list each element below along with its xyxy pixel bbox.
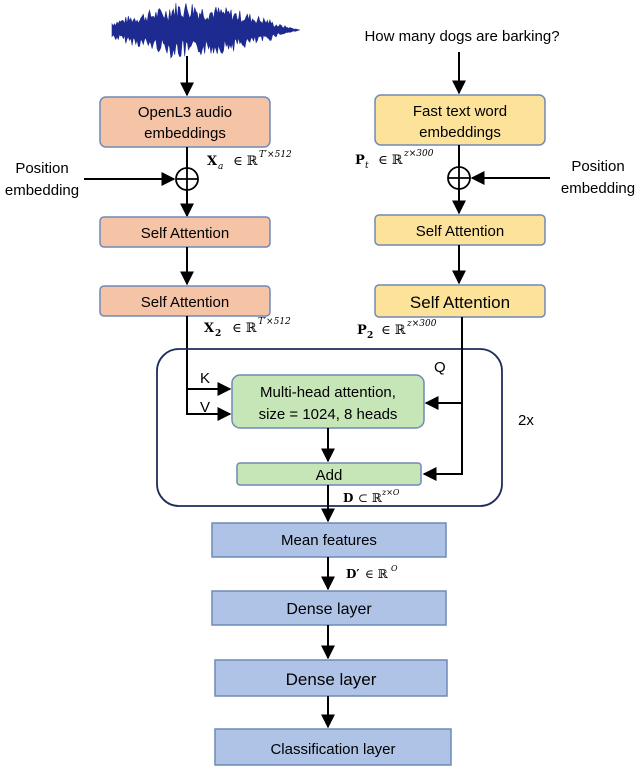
svg-text:Self Attention: Self Attention: [410, 293, 510, 312]
key-label: K: [200, 370, 210, 387]
openl3-label-line1: OpenL3 audio: [138, 104, 232, 121]
svg-text:∈ ℝ: ∈ ℝ: [233, 154, 259, 169]
svg-text:Dense layer: Dense layer: [286, 670, 377, 689]
svg-text:∈ ℝ: ∈ ℝ: [381, 323, 407, 338]
svg-text:⊂ ℝ: ⊂ ℝ: [358, 491, 383, 505]
fasttext-label-line2: embeddings: [419, 124, 501, 141]
dense-layer-2-box: Dense layer: [214, 659, 448, 697]
repeated-attention-block: [156, 348, 503, 507]
svg-text:O: O: [391, 564, 398, 573]
add-box: Add: [236, 462, 422, 486]
x2-annotation: X 2 ∈ ℝ T′×512: [204, 317, 291, 339]
svg-text:Mean features: Mean features: [281, 532, 377, 549]
dprime-annotation: D′ ∈ ℝ O: [346, 564, 398, 581]
audio-self-attention-1-box: Self Attention: [99, 216, 271, 248]
svg-text:t: t: [365, 161, 369, 171]
multi-head-attention-box: Multi-head attention, size = 1024, 8 hea…: [231, 374, 425, 429]
audio-position-label-line2: embedding: [5, 182, 79, 199]
svg-text:T′×512: T′×512: [259, 150, 292, 160]
svg-text:a: a: [218, 162, 223, 172]
audio-waveform: [111, 3, 301, 59]
svg-text:2: 2: [367, 331, 373, 341]
xa-annotation: X a ∈ ℝ T′×512: [207, 150, 292, 172]
classification-layer-box: Classification layer: [214, 728, 452, 766]
svg-text:Add: Add: [316, 467, 343, 484]
svg-text:D: D: [343, 491, 353, 505]
repeat-count-label: 2x: [518, 412, 534, 429]
svg-text:∈ ℝ: ∈ ℝ: [365, 567, 389, 581]
openl3-box: OpenL3 audio embeddings: [99, 96, 271, 148]
value-label: V: [200, 399, 210, 416]
svg-text:P: P: [357, 323, 367, 338]
audio-position-add-icon: [175, 167, 199, 191]
svg-text:z×300: z×300: [406, 319, 437, 329]
svg-text:2: 2: [215, 329, 221, 339]
audio-self-attention-2-box: Self Attention: [99, 285, 271, 317]
mha-label-line1: Multi-head attention,: [260, 384, 396, 401]
arrow-query-to-add: [422, 403, 463, 481]
p2-annotation: P 2 ∈ ℝ z×300: [357, 319, 437, 341]
svg-text:z×O: z×O: [381, 488, 400, 497]
svg-text:T′×512: T′×512: [258, 317, 291, 327]
mha-label-line2: size = 1024, 8 heads: [259, 406, 398, 423]
svg-text:Classification layer: Classification layer: [270, 741, 395, 758]
text-self-attention-1-box: Self Attention: [374, 214, 546, 246]
fasttext-label-line1: Fast text word: [413, 103, 507, 120]
svg-text:X: X: [207, 154, 218, 169]
pt-annotation: P t ∈ ℝ z×300: [355, 149, 434, 171]
dense-layer-1-box: Dense layer: [211, 590, 447, 626]
svg-text:Self Attention: Self Attention: [141, 294, 229, 311]
svg-text:Dense layer: Dense layer: [286, 601, 372, 618]
svg-text:∈ ℝ: ∈ ℝ: [378, 153, 404, 168]
svg-text:Self Attention: Self Attention: [416, 223, 504, 240]
fasttext-box: Fast text word embeddings: [374, 94, 546, 146]
text-self-attention-2-box: Self Attention: [374, 284, 546, 318]
question-text: How many dogs are barking?: [364, 28, 559, 45]
openl3-label-line2: embeddings: [144, 125, 226, 142]
svg-text:X: X: [204, 321, 215, 336]
text-position-label-line2: embedding: [561, 180, 635, 197]
svg-text:P: P: [355, 153, 365, 168]
audio-position-label-line1: Position: [15, 160, 68, 177]
mean-features-box: Mean features: [211, 522, 447, 558]
d-annotation: D ⊂ ℝ z×O: [343, 488, 400, 505]
query-label: Q: [434, 359, 446, 376]
text-position-label-line1: Position: [571, 158, 624, 175]
svg-text:Self Attention: Self Attention: [141, 225, 229, 242]
svg-text:D′: D′: [346, 567, 360, 581]
arrow-value-to-mha: [186, 389, 232, 421]
text-position-add-icon: [447, 166, 471, 190]
svg-text:∈ ℝ: ∈ ℝ: [232, 321, 258, 336]
svg-text:z×300: z×300: [403, 149, 434, 159]
